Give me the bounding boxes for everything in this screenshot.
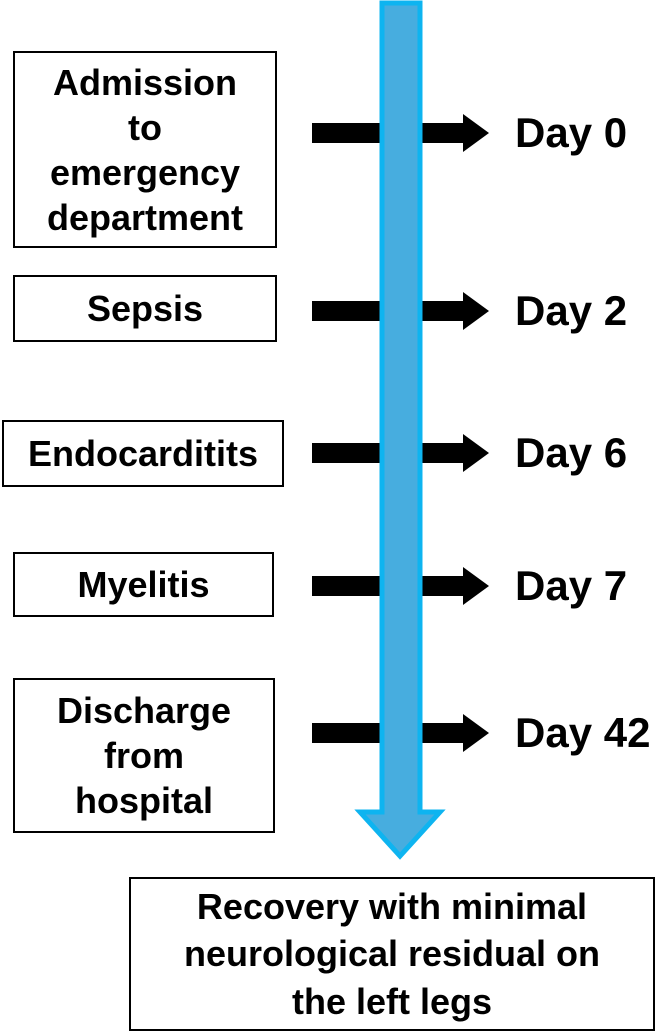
day-label-2: Day 2 (515, 287, 628, 334)
event-box-admission: Admission to emergency department (13, 51, 277, 248)
connector-arrow-day0 (312, 114, 489, 152)
connector-arrow-day2 (312, 292, 489, 330)
connector-arrow-day7 (312, 567, 489, 605)
outcome-label: Recovery with minimal neurological resid… (183, 885, 601, 1022)
day-label-6: Day 6 (515, 429, 628, 476)
event-box-endocarditis: Endocarditits (2, 420, 284, 487)
event-box-myelitis: Myelitis (13, 552, 274, 617)
connector-arrow-day6 (312, 434, 489, 472)
day-label-0: Day 0 (515, 109, 628, 156)
event-label-myelitis: Myelitis (77, 564, 210, 605)
connector-arrows (312, 114, 489, 752)
event-box-sepsis: Sepsis (13, 275, 277, 342)
timeline-down-arrow-icon (354, 0, 446, 860)
event-box-discharge: Discharge from hospital (13, 678, 275, 833)
event-label-sepsis: Sepsis (86, 288, 204, 329)
outcome-box: Recovery with minimal neurological resid… (129, 877, 655, 1031)
event-label-admission: Admission to emergency department (46, 61, 244, 238)
connector-arrow-day42 (312, 714, 489, 752)
event-label-discharge: Discharge from hospital (56, 690, 232, 821)
day-label-42: Day 42 (515, 709, 651, 756)
day-label-7: Day 7 (515, 562, 628, 609)
event-label-endocarditis: Endocarditits (27, 433, 259, 474)
